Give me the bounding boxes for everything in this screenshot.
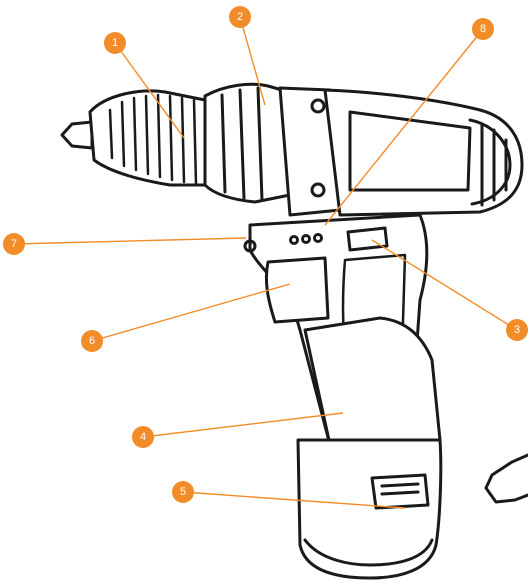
leader-line-7 [14,238,246,244]
callout-7-label: 7 [11,238,17,250]
callout-5-label: 5 [180,486,186,498]
callout-8-label: 8 [480,23,486,35]
trigger [266,258,328,322]
callout-7: 7 [3,233,25,255]
torque-collar [205,84,290,202]
callout-2-label: 2 [237,11,243,23]
callout-8: 8 [472,18,494,40]
callout-1: 1 [104,32,126,54]
leader-line-6 [92,284,290,341]
leader-line-4 [143,413,343,437]
spare-chuck [486,455,528,502]
callout-3-label: 3 [514,324,520,336]
drill-illustration [62,84,528,578]
callout-1-label: 1 [112,37,118,49]
callout-2: 2 [229,6,251,28]
callout-3: 3 [506,319,528,341]
battery-pack [298,440,441,578]
callout-6: 6 [81,330,103,352]
direction-switch [348,228,387,250]
chuck-sleeve [90,91,210,185]
callout-4: 4 [132,426,154,448]
callout-4-label: 4 [140,431,146,443]
grip [305,318,440,445]
callout-6-label: 6 [89,335,95,347]
callout-5: 5 [172,481,194,503]
chuck-tip [62,122,92,148]
